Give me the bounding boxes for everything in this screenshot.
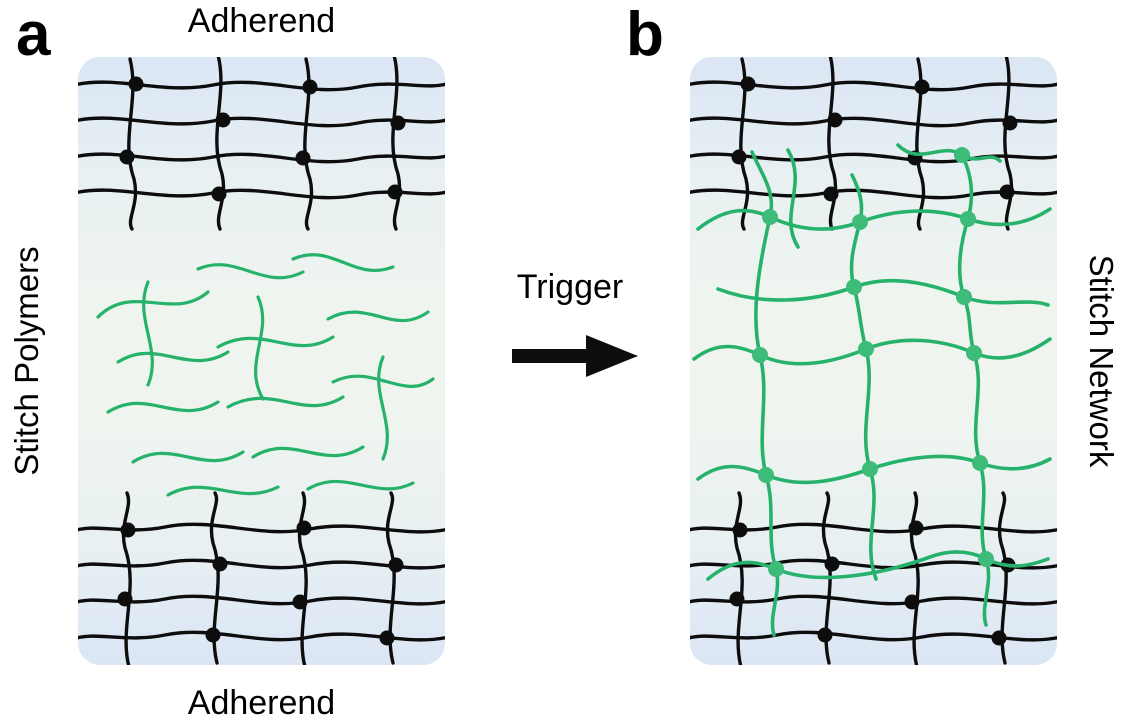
adherend-network-top [78, 57, 445, 231]
panel-a [78, 57, 445, 665]
stitch-polymers-label: Stitch Polymers [8, 246, 45, 476]
adherend-network-top [690, 57, 1057, 231]
stitch-network-label: Stitch Network [1083, 254, 1120, 468]
panel-b [690, 57, 1057, 665]
stitch-network-chains [692, 143, 1052, 637]
adherend-bottom-label: Adherend [187, 684, 336, 722]
trigger-arrow-icon [512, 330, 638, 382]
stitch-polymers-graphic [78, 57, 445, 665]
stitch-polymer-chains [96, 253, 435, 497]
adherend-network-bottom [78, 491, 445, 665]
stitch-network-graphic [690, 57, 1057, 665]
panel-a-letter: a [16, 0, 51, 69]
trigger-label: Trigger [516, 268, 624, 306]
adherend-top-label: Adherend [187, 2, 336, 40]
panel-b-letter: b [626, 0, 664, 69]
